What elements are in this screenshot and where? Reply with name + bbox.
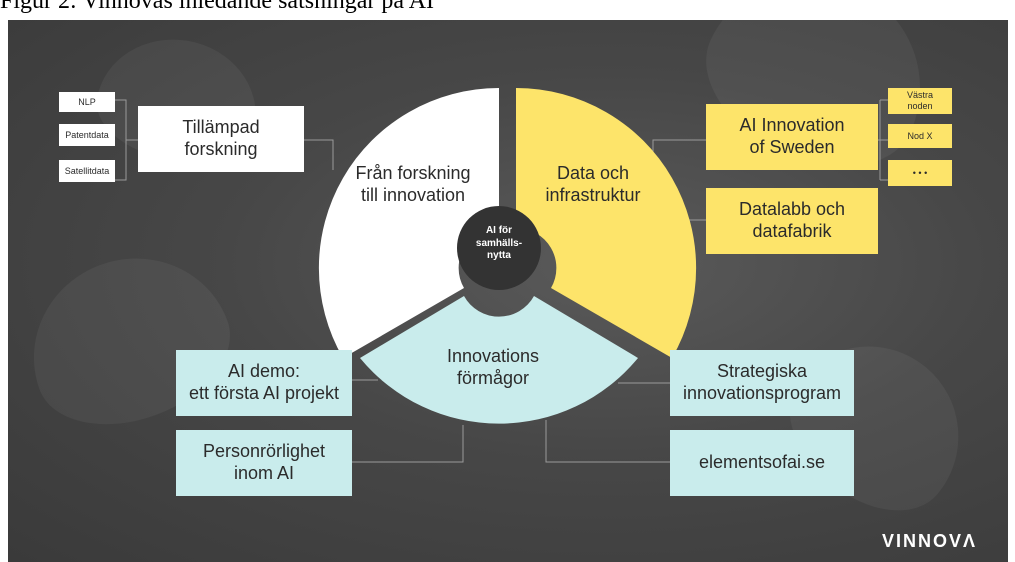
segment-data: [516, 87, 697, 358]
more-nodes-box: • • •: [888, 160, 952, 186]
segment-capabilities: [360, 296, 638, 424]
segment-data-label: Data och infrastruktur: [545, 163, 641, 205]
connector-line: [304, 139, 334, 170]
diagram-slide: Från forskning till innovation Data och …: [8, 20, 1008, 562]
connector-line: [352, 425, 464, 463]
nlp-box: NLP: [59, 92, 115, 112]
center-label: AI för samhälls- nytta: [475, 225, 523, 261]
patentdata-box: Patentdata: [59, 124, 115, 146]
diagram-graphics: [115, 87, 888, 463]
connector-line: [880, 99, 888, 181]
center-circle: [457, 206, 541, 290]
satellitdata-box: Satellitdata: [59, 160, 115, 182]
elementsofai-box: elementsofai.se: [670, 430, 854, 496]
connector-line: [545, 420, 670, 463]
ai-innovation-box: AI Innovation of Sweden: [706, 104, 878, 170]
segment-capabilities-label: Innovations förmågor: [446, 346, 540, 388]
vastra-noden-box: Västra noden: [888, 88, 952, 114]
connector-line: [115, 99, 127, 181]
personrorlighet-box: Personrörlighet inom AI: [176, 430, 352, 496]
ai-demo-box: AI demo: ett första AI projekt: [176, 350, 352, 416]
figure-caption: Figur 2: Vinnovas inledande satsningar p…: [0, 0, 435, 14]
nod-x-box: Nod X: [888, 124, 952, 148]
vinnova-logo: VINNOVΛ: [882, 531, 978, 551]
strategiska-box: Strategiska innovationsprogram: [670, 350, 854, 416]
datalabb-box: Datalabb och datafabrik: [706, 188, 878, 254]
tillampad-forskning-box: Tillämpad forskning: [138, 106, 304, 172]
segment-research-label: Från forskning till innovation: [355, 163, 471, 205]
segment-research: [318, 87, 499, 358]
